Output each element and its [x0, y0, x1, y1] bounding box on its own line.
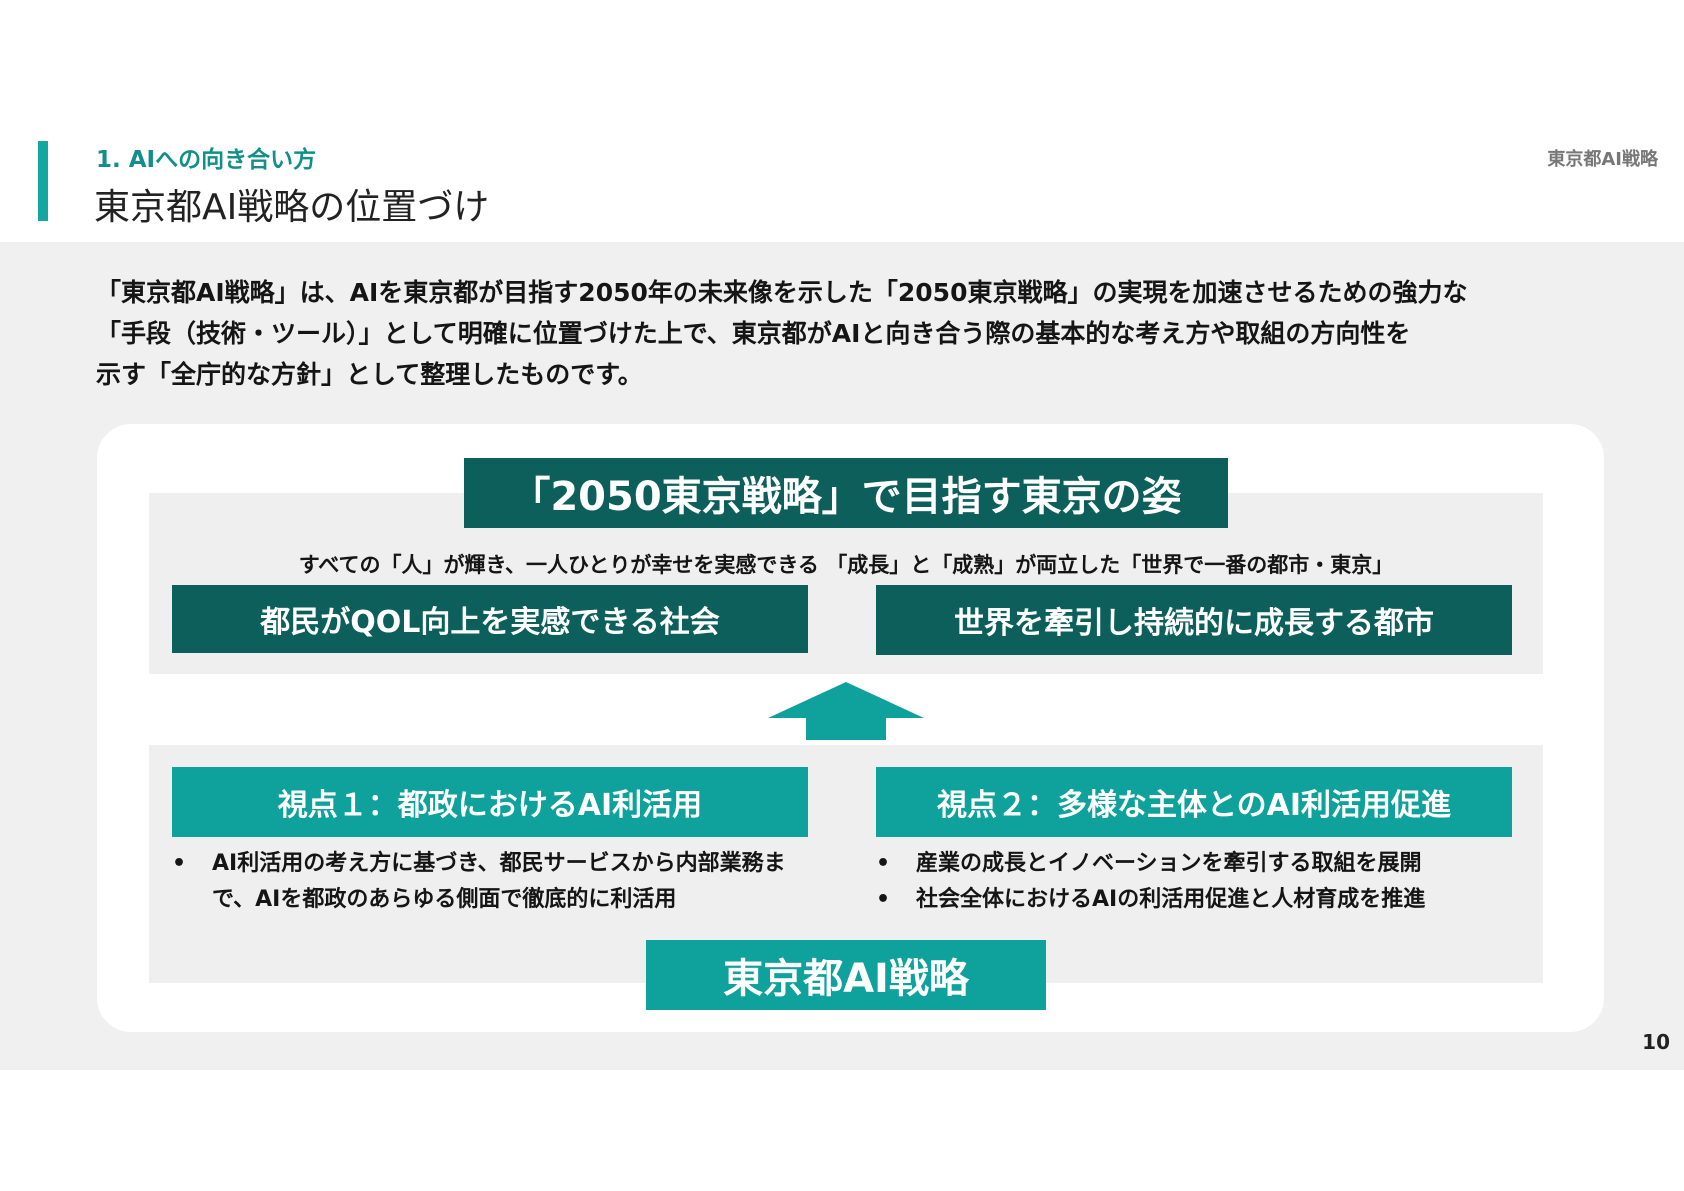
header-accent-bar: [38, 141, 48, 221]
list-item: •AI利活用の考え方に基づき、都民サービスから内部業務まで、AIを都政のあらゆる…: [172, 846, 812, 918]
intro-line: 「手段（技術・ツール）」として明確に位置づけた上で、東京都がAIと向き合う際の基…: [96, 319, 1411, 348]
viewpoint-2-banner: 視点２：多様な主体とのAI利活用促進: [876, 767, 1512, 837]
viewpoint-1-banner: 視点１：都政におけるAI利活用: [172, 767, 808, 837]
intro-line: 示す「全庁的な方針」として整理したものです。: [96, 360, 643, 389]
bullet-icon: •: [876, 887, 891, 912]
intro-paragraph: 「東京都AI戦略」は、AIを東京都が目指す2050年の未来像を示した「2050東…: [96, 272, 1606, 395]
page-title: 東京都AI戦略の位置づけ: [94, 187, 490, 228]
strategy-title-banner: 東京都AI戦略: [646, 940, 1046, 1010]
page-number: 10: [1642, 1030, 1670, 1054]
vision-tagline: すべての「人」が輝き、一人ひとりが幸せを実感できる 「成長」と「成熟」が両立した…: [298, 553, 1394, 577]
goal-qol-society: 都民がQOL向上を実感できる社会: [172, 585, 808, 653]
bullet-icon: •: [876, 851, 891, 876]
list-item: •社会全体におけるAIの利活用促進と人材育成を推進: [876, 882, 1536, 918]
vision-title-banner: 「2050東京戦略」で目指す東京の姿: [464, 458, 1228, 528]
section-label: 1. AIへの向き合い方: [96, 147, 317, 173]
up-arrow-icon: [768, 682, 924, 740]
document-tag: 東京都AI戦略: [1547, 149, 1658, 170]
bullet-icon: •: [172, 851, 187, 876]
viewpoint-1-bullets: •AI利活用の考え方に基づき、都民サービスから内部業務まで、AIを都政のあらゆる…: [172, 846, 812, 918]
viewpoint-2-bullets: •産業の成長とイノベーションを牽引する取組を展開 •社会全体におけるAIの利活用…: [876, 846, 1536, 918]
goal-leading-city: 世界を牽引し持続的に成長する都市: [876, 585, 1512, 655]
intro-line: 「東京都AI戦略」は、AIを東京都が目指す2050年の未来像を示した「2050東…: [96, 278, 1468, 307]
list-item: •産業の成長とイノベーションを牽引する取組を展開: [876, 846, 1536, 882]
